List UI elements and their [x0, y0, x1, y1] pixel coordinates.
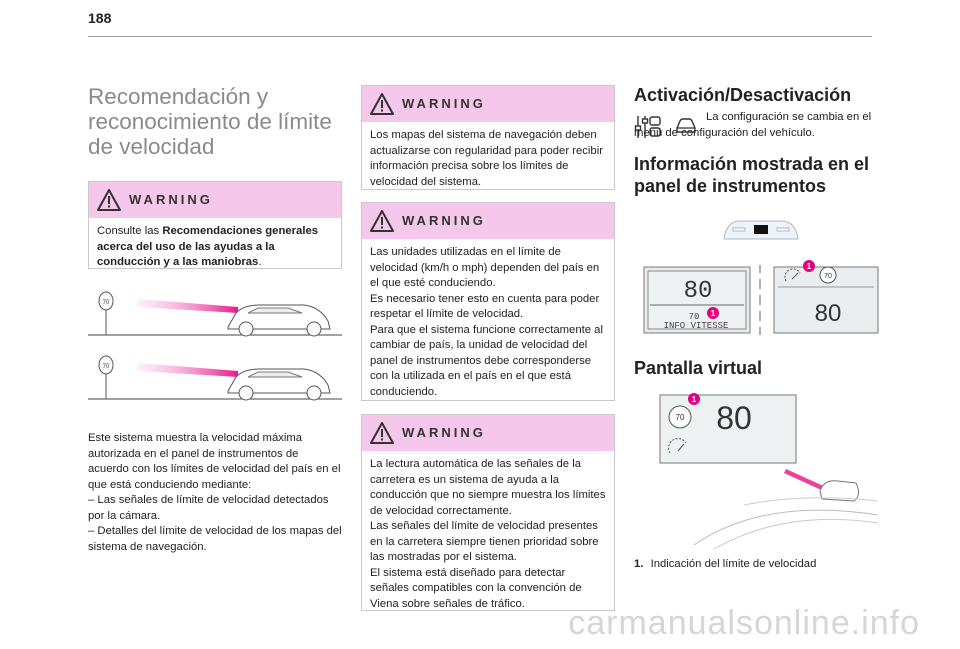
warning-text-1: Los mapas del sistema de navegación debe… — [362, 122, 614, 198]
column-1: Recomendación y reconocimiento de límite… — [88, 76, 342, 555]
warning-text: Consulte las Recomendaciones generales a… — [89, 218, 341, 279]
page-number: 188 — [88, 10, 112, 26]
callout-badge-1c-text: 1 — [692, 395, 697, 404]
warning-3-line-3: El sistema está diseñado para detectar s… — [370, 566, 582, 610]
warning-triangle-icon — [370, 422, 394, 444]
warning-triangle-icon — [370, 93, 394, 115]
speedometer-icon — [784, 268, 801, 282]
header-rule — [88, 36, 872, 37]
callout-badge-1a — [707, 307, 719, 319]
callout-badge-1c — [688, 393, 700, 405]
cluster-speed-2: 80 — [815, 300, 842, 327]
cluster-sign-small: 70 — [824, 273, 832, 280]
warning-text-bold: Recomendaciones generales acerca del uso… — [97, 225, 319, 268]
cluster-info-label: INFO VITESSE — [664, 321, 729, 331]
description-line-3: – Detalles del límite de velocidad de lo… — [88, 525, 342, 553]
warning-2-line-2: Es necesario tener esto en cuenta para p… — [370, 292, 600, 321]
section-title: Recomendación y reconocimiento de límite… — [88, 84, 332, 159]
description-line-1: Este sistema muestra la velocidad máxima… — [88, 432, 341, 491]
watermark: carmanualsonline.info — [568, 604, 920, 642]
warning-box-3: WARNING La lectura automática de las señ… — [361, 414, 615, 611]
warning-3-line-2: Las señales del límite de velocidad pres… — [370, 520, 599, 563]
warning-label-2: WARNING — [402, 213, 486, 228]
heading-cluster-info: Información mostrada en el panel de inst… — [634, 154, 870, 196]
speed-limit-sign-icon — [668, 405, 692, 429]
virtual-display-illustration: 70 1 80 — [659, 393, 879, 550]
cluster-sign-value: 70 — [689, 312, 700, 322]
sign-text-1: 70 — [103, 300, 110, 306]
warning-triangle-icon — [370, 210, 394, 232]
warning-header-2: WARNING — [362, 203, 614, 239]
warning-box-2: WARNING Las unidades utilizadas en el lí… — [361, 202, 615, 401]
activation-block — [634, 114, 888, 156]
legend-text: Indicación del límite de velocidad — [650, 558, 817, 570]
legend-number: 1. — [634, 558, 644, 570]
speedometer-icon — [668, 438, 687, 454]
vehicle-icon — [676, 118, 696, 133]
instrument-cluster-displays: 80 70 INFO VITESSE 1 1 70 80 — [643, 260, 879, 335]
warning-label: WARNING — [129, 192, 213, 207]
warning-header-3: WARNING — [362, 415, 614, 451]
warning-triangle-icon — [97, 189, 121, 211]
warning-header: WARNING — [89, 182, 341, 218]
virtual-speed: 80 — [716, 400, 752, 436]
warning-1-line-1: Los mapas del sistema de navegación debe… — [370, 129, 603, 188]
heading-activation: Activación/Desactivación — [634, 85, 852, 105]
column-2: WARNING Los mapas del sistema de navegac… — [361, 85, 615, 611]
warning-header-1: WARNING — [362, 86, 614, 122]
warning-box: WARNING Consulte las Recomendaciones gen… — [88, 181, 342, 269]
virtual-sign-value: 70 — [676, 413, 685, 422]
legend: 1. Indicación del límite de velocidad — [634, 557, 888, 573]
warning-label-1: WARNING — [402, 96, 486, 111]
camera-detection-illustration: 70 70 — [88, 291, 342, 401]
warning-text-3: La lectura automática de las señales de … — [362, 451, 614, 620]
warning-box-1: WARNING Los mapas del sistema de navegac… — [361, 85, 615, 190]
settings-sliders-icon — [634, 116, 661, 138]
warning-text-pre: Consulte las — [97, 225, 163, 237]
warning-2-line-1: Las unidades utilizadas en el límite de … — [370, 246, 600, 289]
scene-row-1: 70 — [88, 291, 342, 337]
description-line-2: – Las señales de límite de velocidad det… — [88, 494, 329, 522]
description-paragraph: Este sistema muestra la velocidad máxima… — [88, 431, 342, 555]
column-3: Activación/Desactivación La configuració… — [634, 84, 888, 573]
activation-text: La configuración se cambia en el menú de… — [634, 111, 872, 139]
callout-badge-1b-text: 1 — [807, 262, 812, 271]
warning-2-line-3: Para que el sistema funcione correctamen… — [370, 323, 603, 398]
dashboard-thumbnail — [723, 220, 799, 240]
warning-3-line-1: La lectura automática de las señales de … — [370, 458, 606, 517]
callout-badge-1b — [803, 260, 815, 272]
warning-text-post: . — [258, 256, 262, 268]
scene-row-2: 70 — [88, 355, 342, 401]
warning-label-3: WARNING — [402, 425, 486, 440]
cluster-speed: 80 — [684, 278, 713, 305]
warning-text-2: Las unidades utilizadas en el límite de … — [362, 239, 614, 408]
sign-text-2: 70 — [103, 364, 110, 370]
callout-badge-1a-text: 1 — [711, 309, 716, 318]
speed-limit-sign-icon — [819, 266, 837, 284]
heading-virtual: Pantalla virtual — [634, 358, 763, 378]
